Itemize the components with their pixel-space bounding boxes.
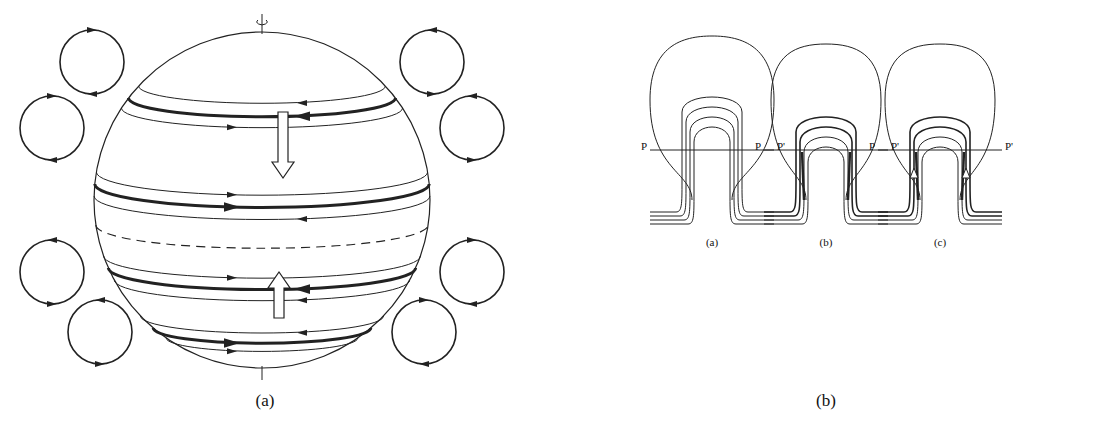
figure-label: P' xyxy=(891,141,899,152)
latitude-band xyxy=(94,196,430,220)
field-line xyxy=(771,44,881,200)
figure-label: P xyxy=(755,141,761,152)
arrowhead xyxy=(87,91,97,97)
arrowhead xyxy=(297,216,307,222)
figure-label: (c) xyxy=(934,237,946,248)
latitude-band xyxy=(114,280,409,301)
field-line xyxy=(650,97,774,212)
figure-label: P' xyxy=(1005,141,1013,152)
arrowhead xyxy=(47,157,57,163)
flux-loop xyxy=(20,240,84,304)
figure-label: (a) xyxy=(706,237,718,248)
panel-label: (a) xyxy=(256,392,275,409)
arrowhead xyxy=(910,168,918,178)
drift-arrow xyxy=(272,112,294,178)
field-line xyxy=(878,127,1002,216)
field-line xyxy=(764,117,888,212)
latitude-band xyxy=(140,316,383,333)
latitude-band xyxy=(153,328,371,343)
arrowhead xyxy=(224,202,240,212)
field-line xyxy=(878,117,1002,212)
figure-label: (b) xyxy=(820,237,833,248)
latitude-band xyxy=(96,172,427,195)
flux-tube-wall xyxy=(802,152,804,200)
arrowhead xyxy=(224,338,240,348)
field-line xyxy=(650,36,774,200)
flux-loop xyxy=(20,96,84,160)
arrowhead xyxy=(962,168,970,178)
latitude-band xyxy=(166,338,358,351)
panel-label: (b) xyxy=(816,392,836,409)
arrowhead xyxy=(419,361,429,367)
arrowhead xyxy=(47,93,57,99)
arrowhead xyxy=(467,157,477,163)
flux-loop xyxy=(392,300,456,364)
rotation-axis xyxy=(262,14,263,34)
arrowhead xyxy=(95,297,105,303)
sphere-outline xyxy=(94,32,430,368)
arrowhead xyxy=(227,275,237,281)
arrowhead xyxy=(467,237,477,243)
figure-label: P xyxy=(869,141,875,152)
latitude-band xyxy=(108,268,415,290)
arrowhead xyxy=(467,93,477,99)
arrowhead xyxy=(419,297,429,303)
arrowhead xyxy=(95,361,105,367)
latitude-band xyxy=(96,225,428,248)
arrowhead xyxy=(427,27,437,33)
arrowhead xyxy=(297,330,307,336)
field-line xyxy=(650,107,774,216)
arrowhead xyxy=(427,91,437,97)
field-line xyxy=(878,147,1002,224)
flux-tube-wall xyxy=(848,152,850,200)
field-line xyxy=(878,137,1002,220)
latitude-band xyxy=(95,184,429,207)
arrowhead xyxy=(87,27,97,33)
latitude-band xyxy=(121,108,402,128)
flux-loop xyxy=(68,300,132,364)
arrowhead xyxy=(227,348,237,354)
figure-label: P xyxy=(641,141,647,152)
field-line xyxy=(764,147,888,224)
arrowhead xyxy=(297,100,307,106)
rotation-symbol xyxy=(257,20,267,25)
arrowhead xyxy=(294,284,310,294)
arrowhead xyxy=(227,124,237,130)
field-line xyxy=(764,127,888,216)
flux-loop xyxy=(400,30,464,94)
flux-loop xyxy=(60,30,124,94)
flux-loop xyxy=(440,240,504,304)
rotation-axis xyxy=(262,366,263,380)
field-line xyxy=(764,137,888,220)
latitude-band xyxy=(129,98,396,117)
arrowhead xyxy=(47,237,57,243)
latitude-band xyxy=(104,256,421,278)
figure-label: P' xyxy=(777,141,785,152)
arrowhead xyxy=(47,301,57,307)
arrowhead xyxy=(297,297,307,303)
arrowhead xyxy=(227,192,237,198)
field-line xyxy=(885,44,995,200)
latitude-band xyxy=(139,86,386,103)
arrowhead xyxy=(467,301,477,307)
flux-loop xyxy=(440,96,504,160)
field-line xyxy=(650,117,774,220)
arrowhead xyxy=(294,112,310,122)
drift-arrow xyxy=(268,272,290,318)
field-line xyxy=(650,127,774,224)
